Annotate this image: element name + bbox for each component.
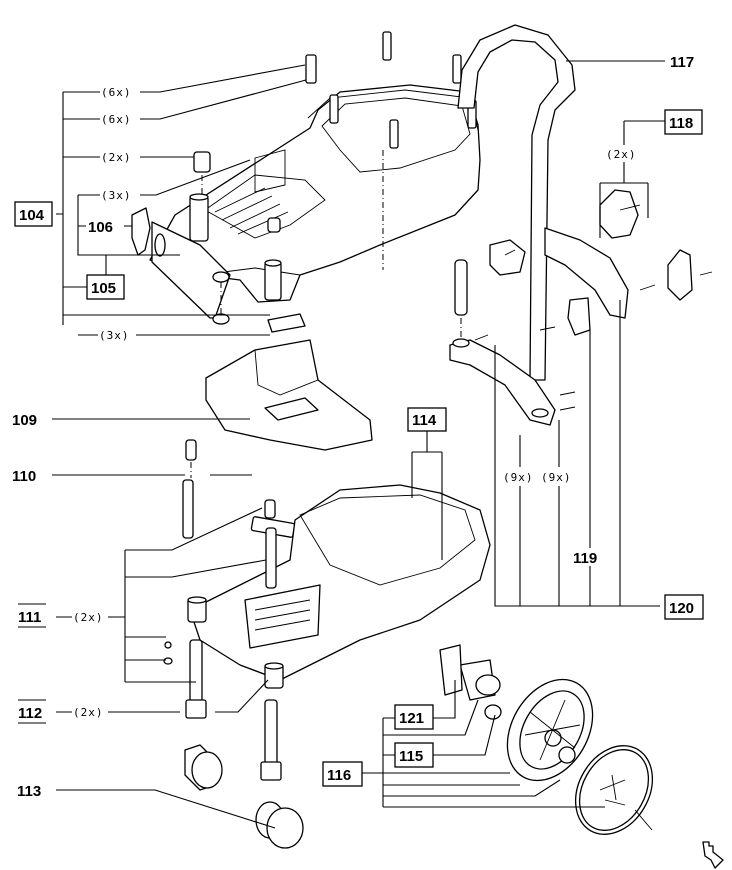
part-label-118[interactable]: 118 <box>669 115 693 132</box>
qty-118: (2x) <box>606 148 637 161</box>
label-box-104 <box>14 201 53 227</box>
filter-tray-109 <box>205 339 373 538</box>
qty-104-d: (3x) <box>101 189 132 202</box>
part-label-119[interactable]: 119 <box>573 550 597 567</box>
label-box-116 <box>322 761 363 787</box>
qty-112: (2x) <box>73 706 104 719</box>
part-label-109[interactable]: 109 <box>12 412 37 429</box>
label-box-105 <box>86 274 125 300</box>
caster-assemblies <box>163 639 304 849</box>
quantity-annotations: (6x) (6x) (2x) (3x) (3x) (2x) (2x) (2x) … <box>73 86 637 719</box>
part-label-104[interactable]: 104 <box>19 207 45 224</box>
part-label-120[interactable]: 120 <box>669 600 694 617</box>
qty-120-a: (9x) <box>503 471 534 484</box>
part-label-110[interactable]: 110 <box>12 468 36 485</box>
part-label-112[interactable]: 112 <box>18 705 42 722</box>
qty-104-b: (6x) <box>101 113 132 126</box>
leader-lines <box>52 60 665 829</box>
handle-117 <box>454 24 576 381</box>
qty-104-a: (6x) <box>101 86 132 99</box>
part-drawings <box>131 24 713 849</box>
part-label-105[interactable]: 105 <box>91 280 116 297</box>
part-label-114[interactable]: 114 <box>412 412 437 429</box>
part-label-116[interactable]: 116 <box>327 767 351 784</box>
label-box-120 <box>664 594 704 620</box>
upper-housing-104 <box>131 31 481 333</box>
part-label-106[interactable]: 106 <box>88 219 113 236</box>
part-label-121[interactable]: 121 <box>399 710 424 727</box>
lower-housing-114 <box>182 439 491 689</box>
qty-120-b: (9x) <box>541 471 572 484</box>
part-label-113[interactable]: 113 <box>17 783 41 800</box>
next-page-arrow-icon[interactable] <box>702 841 724 869</box>
trolley-bracket-assembly <box>449 189 713 426</box>
part-labels: 104 105 106 109 110 111 112 113 114 115 … <box>12 54 704 800</box>
part-label-115[interactable]: 115 <box>399 748 423 765</box>
qty-104-e: (3x) <box>99 329 130 342</box>
label-box-121 <box>394 704 434 730</box>
label-box-114 <box>407 407 447 432</box>
wheel-assembly <box>439 644 654 835</box>
label-box-118 <box>664 109 703 135</box>
part-label-111[interactable]: 111 <box>18 609 41 626</box>
qty-104-c: (2x) <box>101 151 132 164</box>
part-label-117[interactable]: 117 <box>670 54 694 71</box>
label-box-115 <box>394 742 434 768</box>
qty-111: (2x) <box>73 611 104 624</box>
